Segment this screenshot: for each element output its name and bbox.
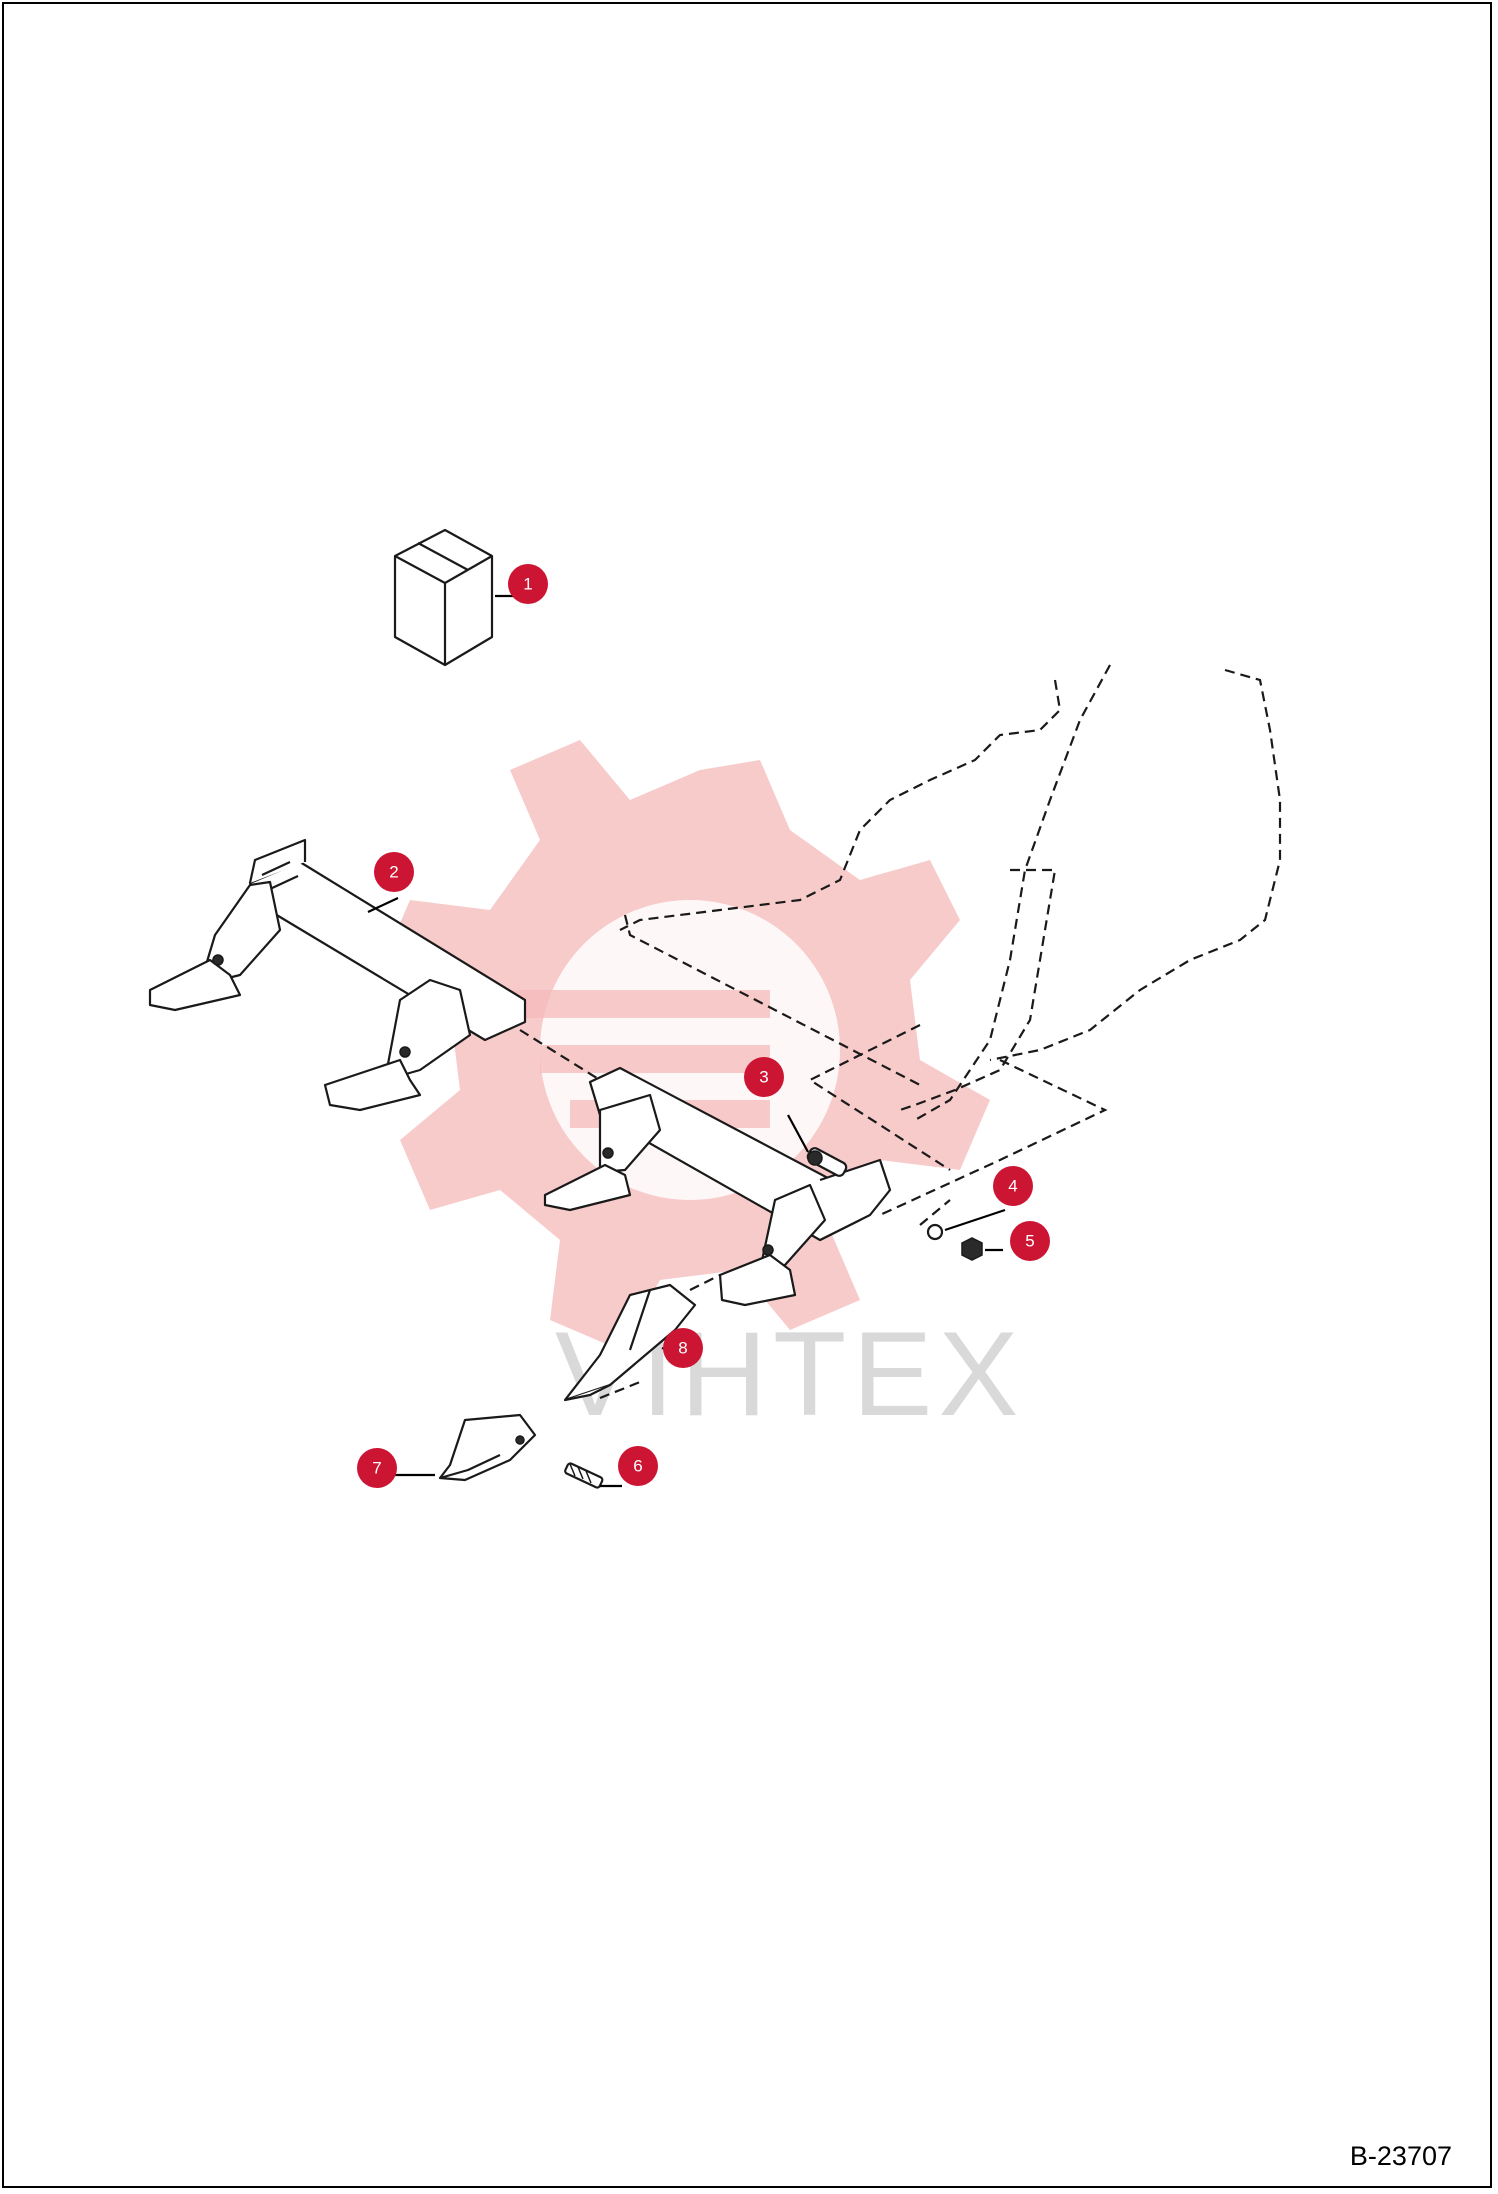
- callout-3: 3: [744, 1057, 784, 1097]
- svg-text:1: 1: [523, 575, 532, 594]
- svg-text:5: 5: [1025, 1232, 1034, 1251]
- part-3-bolt: [806, 1147, 848, 1177]
- part-7-tooth: [438, 1413, 537, 1482]
- watermark-logo: VIHTEX: [380, 740, 1018, 1441]
- svg-text:6: 6: [633, 1457, 642, 1476]
- part-4-washer: [926, 1223, 944, 1241]
- callout-4: 4: [993, 1166, 1033, 1206]
- part-2-tooth-bar: [148, 838, 527, 1112]
- watermark-bar-1: [510, 990, 770, 1018]
- part-8-tooth: [563, 1283, 697, 1402]
- svg-text:4: 4: [1008, 1177, 1017, 1196]
- bucket-outline: [619, 664, 1282, 1226]
- part-5-nut: [961, 1237, 983, 1261]
- callout-2: 2: [374, 852, 414, 892]
- callout-1: 1: [508, 564, 548, 604]
- callout-6: 6: [618, 1446, 658, 1486]
- callout-7: 7: [357, 1448, 397, 1488]
- watermark-bar-2: [540, 1045, 770, 1073]
- svg-text:2: 2: [389, 863, 398, 882]
- callout-8: 8: [663, 1328, 703, 1368]
- part-6-pin: [564, 1462, 604, 1489]
- svg-text:8: 8: [678, 1339, 687, 1358]
- svg-text:7: 7: [372, 1459, 381, 1478]
- svg-text:3: 3: [759, 1068, 768, 1087]
- drawing-code-label: B-23707: [1349, 2141, 1452, 2171]
- guide-line-2: [599, 1274, 721, 1400]
- part-2b-tooth-bar: [543, 1066, 892, 1307]
- callout-5: 5: [1010, 1221, 1050, 1261]
- part-1-box: [393, 528, 494, 667]
